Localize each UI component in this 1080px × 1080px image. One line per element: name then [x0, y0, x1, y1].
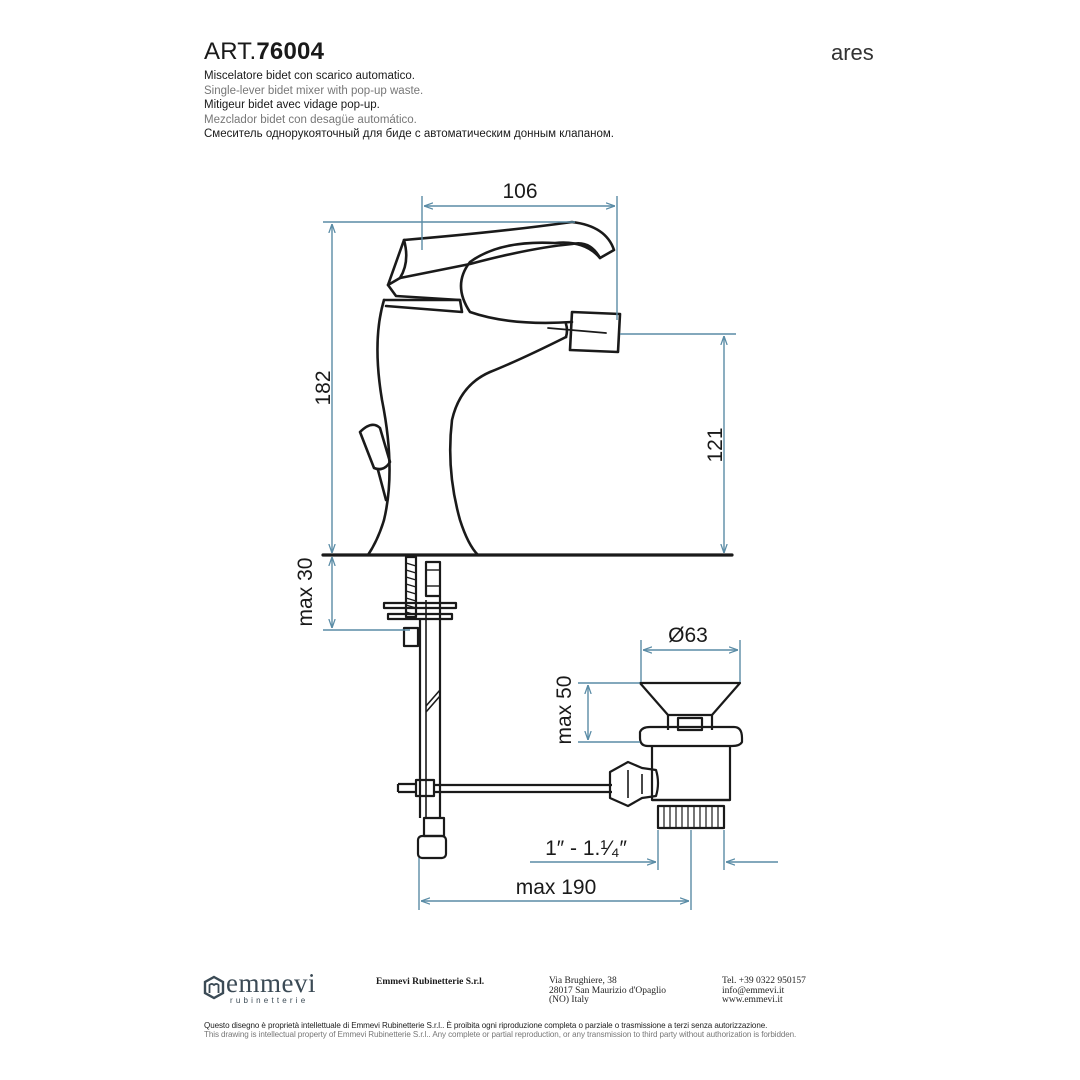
linkage-end	[396, 782, 416, 794]
dim-d63-label: Ø63	[668, 624, 708, 647]
body-cap	[382, 298, 464, 314]
legal-notice-en: This drawing is intellectual property of…	[204, 1029, 797, 1039]
description-es: Mezclador bidet con desagüe automático.	[204, 113, 417, 126]
body-right	[448, 335, 568, 557]
dim-182-label: 182	[312, 370, 335, 405]
underdeck-parts	[382, 555, 744, 860]
popup-rod-top	[376, 468, 388, 502]
nozzle-axis	[547, 327, 607, 334]
handle-base	[386, 283, 462, 302]
dim-max30-label: max 30	[294, 558, 317, 627]
waste-nut	[608, 760, 660, 808]
waste-thread	[656, 804, 726, 830]
description-it: Miscelatore bidet con scarico automatico…	[204, 70, 415, 82]
address-block: Via Brughiere, 38 28017 San Maurizio d'O…	[549, 976, 667, 1006]
connector-bottom	[422, 816, 446, 838]
spout-top	[459, 241, 602, 325]
linkage-clamp	[414, 778, 436, 798]
contact-website[interactable]: www.emmevi.it	[722, 995, 783, 1005]
dim-thread-label: 1″ - 1.¹⁄₄″	[545, 837, 627, 860]
description-en: Single-lever bidet mixer with pop-up was…	[204, 84, 424, 97]
fixing-nut	[402, 626, 420, 648]
popup-knob	[358, 423, 392, 471]
article-number: 76004	[256, 38, 325, 65]
company-name: Emmevi Rubinetterie S.r.l.	[376, 977, 485, 987]
dimension-lines	[323, 196, 778, 910]
address-line: Via Brughiere, 38	[549, 976, 617, 986]
waste-plug-top	[676, 716, 704, 732]
address-line: 28017 San Maurizio d'Opaglio	[549, 985, 667, 996]
logo-mark	[203, 975, 225, 1000]
logo-wordmark: emmevi	[226, 968, 316, 998]
waste-flange	[638, 681, 742, 717]
connector-nut	[416, 834, 448, 860]
washer-top	[382, 601, 458, 610]
dim-121-label: 121	[704, 427, 727, 462]
dim-max50-label: max 50	[553, 676, 576, 745]
dim-106-label: 106	[502, 180, 537, 203]
legal-notice-it: Questo disegno è proprietà intellettuale…	[204, 1020, 768, 1030]
handle-tip	[398, 238, 408, 280]
waste-body	[650, 746, 732, 802]
description-ru: Смеситель однорукояточный для биде с авт…	[204, 128, 614, 140]
article-prefix: ART.	[204, 38, 257, 65]
washer-bottom	[386, 612, 454, 621]
connector-top	[424, 560, 442, 598]
address-line: (NO) Italy	[549, 995, 589, 1005]
waste-collar	[638, 725, 744, 748]
logo-subtitle: rubinetterie	[230, 996, 309, 1005]
contact-email[interactable]: info@emmevi.it	[722, 985, 785, 996]
faucet-outline	[321, 220, 734, 557]
article-code: ART.76004	[204, 38, 324, 66]
description-fr: Mitigeur bidet avec vidage pop-up.	[204, 99, 380, 111]
spout-nozzle	[568, 310, 622, 354]
contact-block: Tel. +39 0322 950157 info@emmevi.it www.…	[722, 976, 806, 1006]
handle-lever	[386, 220, 616, 287]
dim-max190-label: max 190	[516, 876, 597, 899]
contact-phone: Tel. +39 0322 950157	[722, 976, 806, 986]
series-name: ares	[831, 40, 874, 65]
body-left	[366, 298, 391, 557]
